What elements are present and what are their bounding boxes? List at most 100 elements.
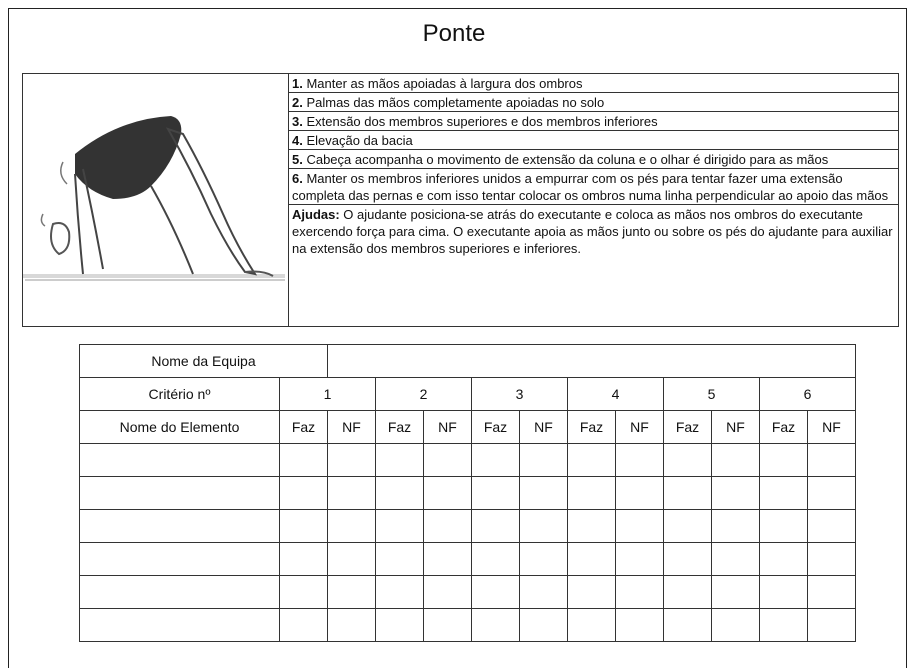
evaluation-table: Nome da Equipa Critério nº 1 2 3 4 5 6 N… <box>79 344 856 642</box>
check-cell[interactable] <box>519 443 568 477</box>
criterion-5: 5. Cabeça acompanha o movimento de exten… <box>289 150 898 169</box>
table-row <box>79 575 856 609</box>
criterion-6: 6. Manter os membros inferiores unidos a… <box>289 169 898 205</box>
faz-header: Faz <box>375 410 424 444</box>
faz-header: Faz <box>279 410 328 444</box>
check-cell[interactable] <box>567 443 616 477</box>
check-cell[interactable] <box>759 542 808 576</box>
check-cell[interactable] <box>471 575 520 609</box>
check-cell[interactable] <box>567 509 616 543</box>
check-cell[interactable] <box>663 476 712 510</box>
criteria-list: 1. Manter as mãos apoiadas à largura dos… <box>289 74 898 257</box>
check-cell[interactable] <box>471 608 520 642</box>
check-cell[interactable] <box>759 443 808 477</box>
team-name-field[interactable] <box>327 344 856 378</box>
criterion-number: 3 <box>471 377 568 411</box>
check-cell[interactable] <box>519 608 568 642</box>
check-cell[interactable] <box>375 443 424 477</box>
check-cell[interactable] <box>807 542 856 576</box>
gymnast-figure-icon <box>23 116 285 281</box>
check-cell[interactable] <box>615 575 664 609</box>
nf-header: NF <box>711 410 760 444</box>
check-cell[interactable] <box>711 608 760 642</box>
check-cell[interactable] <box>759 575 808 609</box>
check-cell[interactable] <box>327 443 376 477</box>
check-cell[interactable] <box>807 476 856 510</box>
nf-header: NF <box>615 410 664 444</box>
check-cell[interactable] <box>567 608 616 642</box>
help-notes: Ajudas: O ajudante posiciona-se atrás do… <box>292 207 893 256</box>
check-cell[interactable] <box>471 476 520 510</box>
check-cell[interactable] <box>423 608 472 642</box>
check-cell[interactable] <box>711 575 760 609</box>
check-cell[interactable] <box>807 608 856 642</box>
check-cell[interactable] <box>711 542 760 576</box>
check-cell[interactable] <box>279 575 328 609</box>
criterion-number: 1 <box>279 377 376 411</box>
check-cell[interactable] <box>279 509 328 543</box>
check-cell[interactable] <box>375 575 424 609</box>
check-cell[interactable] <box>615 476 664 510</box>
check-cell[interactable] <box>327 575 376 609</box>
check-cell[interactable] <box>807 575 856 609</box>
check-cell[interactable] <box>615 509 664 543</box>
check-cell[interactable] <box>711 443 760 477</box>
page-title: Ponte <box>422 20 486 47</box>
check-cell[interactable] <box>807 443 856 477</box>
check-cell[interactable] <box>279 476 328 510</box>
team-row: Nome da Equipa <box>79 344 856 378</box>
check-cell[interactable] <box>759 509 808 543</box>
check-cell[interactable] <box>519 542 568 576</box>
check-cell[interactable] <box>375 509 424 543</box>
check-cell[interactable] <box>519 509 568 543</box>
check-cell[interactable] <box>423 542 472 576</box>
check-cell[interactable] <box>375 542 424 576</box>
check-cell[interactable] <box>759 476 808 510</box>
check-cell[interactable] <box>567 476 616 510</box>
check-cell[interactable] <box>615 443 664 477</box>
check-cell[interactable] <box>279 443 328 477</box>
element-name-cell[interactable] <box>79 542 280 576</box>
check-cell[interactable] <box>423 575 472 609</box>
check-cell[interactable] <box>471 443 520 477</box>
check-cell[interactable] <box>471 542 520 576</box>
element-name-cell[interactable] <box>79 509 280 543</box>
check-cell[interactable] <box>279 542 328 576</box>
header-row: Nome do Elemento Faz NF Faz NF Faz NF Fa… <box>79 410 856 444</box>
gymnast-bridge-illustration <box>23 74 289 326</box>
check-cell[interactable] <box>375 476 424 510</box>
check-cell[interactable] <box>423 476 472 510</box>
check-cell[interactable] <box>423 443 472 477</box>
check-cell[interactable] <box>519 476 568 510</box>
check-cell[interactable] <box>375 608 424 642</box>
element-name-cell[interactable] <box>79 575 280 609</box>
check-cell[interactable] <box>279 608 328 642</box>
check-cell[interactable] <box>663 575 712 609</box>
check-cell[interactable] <box>327 476 376 510</box>
check-cell[interactable] <box>759 608 808 642</box>
criterion-label: Critério nº <box>79 377 280 411</box>
check-cell[interactable] <box>711 476 760 510</box>
nf-header: NF <box>807 410 856 444</box>
check-cell[interactable] <box>567 542 616 576</box>
table-row <box>79 509 856 543</box>
check-cell[interactable] <box>327 509 376 543</box>
element-name-cell[interactable] <box>79 476 280 510</box>
element-name-cell[interactable] <box>79 443 280 477</box>
check-cell[interactable] <box>711 509 760 543</box>
check-cell[interactable] <box>519 575 568 609</box>
check-cell[interactable] <box>663 443 712 477</box>
check-cell[interactable] <box>663 608 712 642</box>
check-cell[interactable] <box>327 608 376 642</box>
check-cell[interactable] <box>807 509 856 543</box>
check-cell[interactable] <box>471 509 520 543</box>
check-cell[interactable] <box>423 509 472 543</box>
criterion-number: 5 <box>663 377 760 411</box>
check-cell[interactable] <box>615 608 664 642</box>
check-cell[interactable] <box>567 575 616 609</box>
check-cell[interactable] <box>663 509 712 543</box>
check-cell[interactable] <box>615 542 664 576</box>
check-cell[interactable] <box>327 542 376 576</box>
element-name-cell[interactable] <box>79 608 280 642</box>
check-cell[interactable] <box>663 542 712 576</box>
